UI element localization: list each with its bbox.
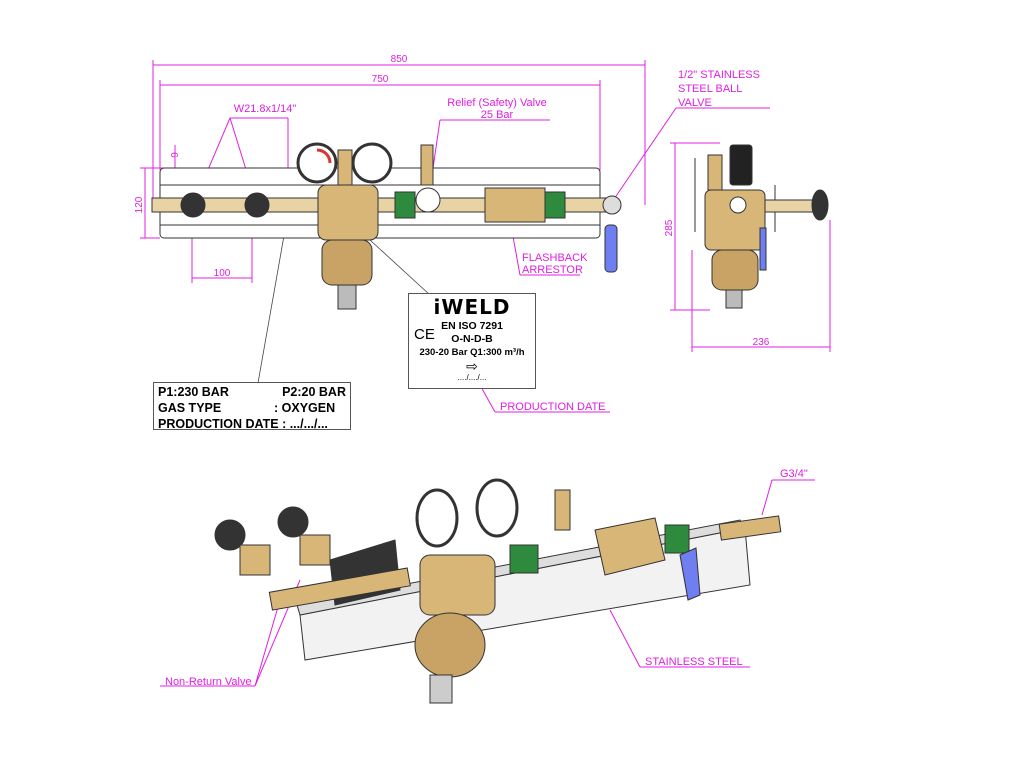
iso-knob-1 xyxy=(214,519,246,551)
p2-pressure: P2:20 BAR xyxy=(282,385,346,399)
gas-type-value: : OXYGEN xyxy=(274,401,336,415)
front-view xyxy=(151,142,622,310)
flow-arrow-icon: ⇨ xyxy=(466,358,478,374)
relief-valve-callout: Relief (Safety) Valve xyxy=(447,97,546,109)
label-date: ..../..../... xyxy=(457,373,487,382)
p1-pressure: P1:230 BAR xyxy=(158,385,229,399)
ball-valve-handle xyxy=(604,224,618,273)
inlet-thread-callout: W21.8x1/14" xyxy=(234,103,297,115)
gas-type-label: GAS TYPE xyxy=(158,401,222,415)
gas-code: O-N-D-B xyxy=(451,333,493,345)
iso-regulator xyxy=(419,554,496,616)
relief-valve-pressure: 25 Bar xyxy=(481,109,514,121)
inlet-valve-knob-1 xyxy=(180,192,206,218)
outlet-pressure-gauge xyxy=(351,142,393,184)
dim-120: 120 xyxy=(134,196,145,213)
regulator-label: iWELD CE EN ISO 7291 O-N-D-B 230-20 Bar … xyxy=(408,293,536,389)
inlet-valve-knob-2 xyxy=(244,192,270,218)
green-fitting-2 xyxy=(544,191,566,219)
regulator-body xyxy=(317,184,379,241)
flashback-arrestor xyxy=(484,187,546,223)
ball-valve-callout-1: 1/2" STAINLESS xyxy=(678,69,760,81)
flashback-callout-1: FLASHBACK xyxy=(522,252,588,264)
ce-mark: CE xyxy=(414,326,435,343)
dim-285: 285 xyxy=(664,219,675,236)
dim-236: 236 xyxy=(753,337,770,348)
material-callout: STAINLESS STEEL xyxy=(645,656,743,668)
gas-label-plate: P1:230 BAR P2:20 BAR GAS TYPE : OXYGEN PRO… xyxy=(153,382,351,431)
production-date-callout: PRODUCTION DATE xyxy=(500,401,606,413)
dim-850: 850 xyxy=(391,54,408,65)
rating: 230-20 Bar Q1:300 m³/h xyxy=(419,347,525,358)
iso-knob-2 xyxy=(277,506,309,538)
isometric-view xyxy=(214,478,782,704)
standard: EN ISO 7291 xyxy=(441,320,503,332)
gauge-side xyxy=(729,144,753,186)
ball-valve-callout-2: STEEL BALL xyxy=(678,83,742,95)
green-fitting-1 xyxy=(394,191,416,219)
side-view xyxy=(694,144,829,309)
plate-production-date: PRODUCTION DATE : .../.../... xyxy=(158,417,328,431)
iweld-logo: iWELD xyxy=(433,295,511,319)
ball-valve xyxy=(602,195,622,215)
flashback-callout-2: ARRESTOR xyxy=(522,264,583,276)
non-return-valve-callout: Non-Return Valve xyxy=(165,676,252,688)
regulator-bowl xyxy=(321,239,373,286)
dim-100: 100 xyxy=(214,268,231,279)
outlet-thread-callout: G3/4" xyxy=(780,468,808,480)
iso-ball-valve-handle xyxy=(679,547,701,601)
dim-9: 9 xyxy=(170,152,181,158)
leader-lines xyxy=(257,229,431,384)
iso-flashback-arrestor xyxy=(594,517,666,576)
dim-750: 750 xyxy=(372,74,389,85)
relief-valve xyxy=(420,144,434,186)
ball-valve-callout-3: VALVE xyxy=(678,97,712,109)
